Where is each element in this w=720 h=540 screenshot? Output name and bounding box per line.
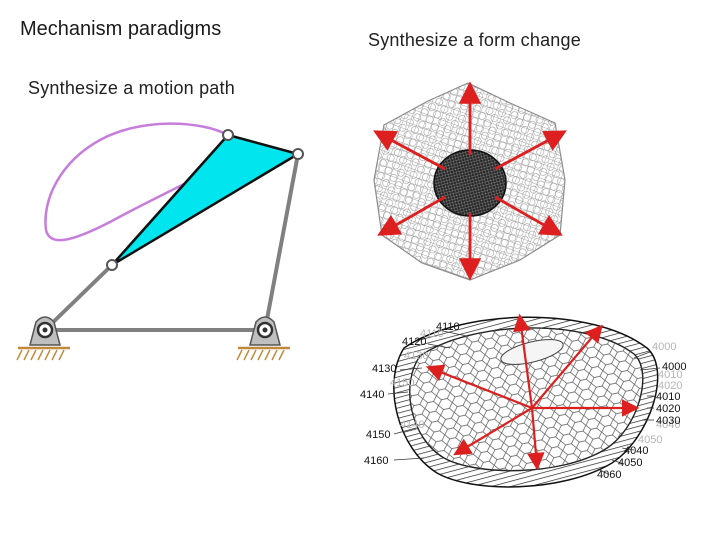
ghost-callout-4150: 4150: [390, 377, 414, 389]
callout-4130: 4130: [372, 363, 396, 375]
ghost-callout-4040: 4040: [656, 419, 680, 431]
input-crank-link: [43, 263, 114, 332]
rocker-link: [263, 153, 300, 331]
callout-4150: 4150: [366, 429, 390, 441]
joint-crank-top: [106, 259, 118, 271]
shell-arrow-2: [531, 324, 603, 409]
callout-4020: 4020: [656, 403, 680, 415]
ghost-callout-4050: 4050: [638, 434, 662, 446]
expanding-shell-drawing: 4110 4130 4150 4140 4010 4020 4040 4050 …: [360, 313, 686, 488]
callout-4110: 4110: [436, 321, 460, 333]
four-bar-linkage-diagram: [16, 122, 304, 361]
joint-rocker-top: [292, 148, 304, 160]
shell-arrow-5: [453, 407, 533, 456]
expansion-arrow-upper-left: [373, 130, 446, 171]
coupler-triangle: [110, 133, 300, 267]
page-title: Mechanism paradigms: [20, 18, 222, 40]
callout-4060: 4060: [597, 469, 621, 481]
joint-coupler-point: [222, 129, 234, 141]
callout-4000: 4000: [662, 361, 686, 373]
expansion-arrow-lower-left: [377, 195, 446, 236]
shell-arrow-1: [513, 313, 534, 409]
callout-4160: 4160: [364, 455, 388, 467]
left-ground-pivot: [16, 316, 70, 361]
callout-4040: 4040: [624, 445, 648, 457]
callout-4120: 4120: [402, 336, 426, 348]
callout-4140: 4140: [360, 389, 384, 401]
right-ground-pivot: [236, 316, 290, 361]
shell-arrow-4: [425, 364, 533, 410]
callout-4000-upper: 4000: [652, 341, 676, 353]
expanding-sphere-mesh: [373, 81, 567, 281]
inner-contracted-core: [433, 149, 507, 217]
callout-4030: 4030: [656, 415, 680, 427]
callout-4010: 4010: [656, 391, 680, 403]
shell-center-panel: [500, 339, 564, 365]
ghost-callout-4110: 4110: [420, 328, 444, 340]
ghost-callout-4140: 4140: [400, 419, 424, 431]
ghost-callout-4130: 4130: [404, 350, 428, 362]
callout-4050: 4050: [618, 457, 642, 469]
motion-path-heading: Synthesize a motion path: [28, 78, 235, 98]
shell-arrow-6: [527, 407, 545, 471]
ghost-callout-4020: 4020: [658, 380, 682, 392]
ghost-callout-4010: 4010: [658, 369, 682, 381]
expansion-arrow-lower-right: [494, 195, 563, 236]
expansion-arrow-upper-right: [494, 130, 567, 171]
form-change-heading: Synthesize a form change: [368, 30, 581, 50]
